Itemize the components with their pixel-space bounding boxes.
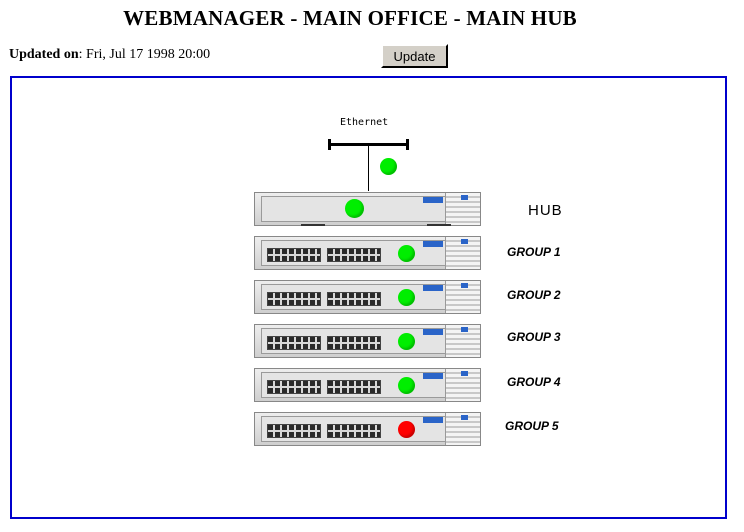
group-front-panel	[261, 284, 447, 310]
port-block-left	[267, 424, 321, 438]
group-side-badge	[461, 283, 468, 288]
group-logo	[423, 241, 443, 247]
group-logo	[423, 417, 443, 423]
network-diagram-frame	[10, 76, 727, 519]
group-5-label: GROUP 5	[505, 419, 559, 433]
hub-status-light[interactable]	[345, 199, 364, 218]
ethernet-status-light[interactable]	[380, 158, 397, 175]
group-side-badge	[461, 239, 468, 244]
group-side-badge	[461, 371, 468, 376]
port-block-left	[267, 336, 321, 350]
update-button[interactable]: Update	[381, 44, 448, 68]
group-front-panel	[261, 328, 447, 354]
port-block-left	[267, 380, 321, 394]
ethernet-label: Ethernet	[340, 117, 389, 128]
group-logo	[423, 285, 443, 291]
group-unit-5[interactable]	[254, 412, 481, 446]
group-3-status-light[interactable]	[398, 333, 415, 350]
group-front-panel	[261, 416, 447, 442]
group-logo	[423, 329, 443, 335]
ethernet-bus-end-right	[406, 139, 409, 150]
hub-label: HUB	[528, 202, 563, 219]
ethernet-bus-line	[329, 143, 409, 146]
port-block-right	[327, 380, 381, 394]
hub-groove-left	[301, 224, 325, 226]
group-3-label: GROUP 3	[507, 330, 561, 344]
group-front-panel	[261, 372, 447, 398]
port-block-right	[327, 248, 381, 262]
updated-value: : Fri, Jul 17 1998 20:00	[78, 47, 211, 62]
group-1-label: GROUP 1	[507, 245, 561, 259]
ethernet-bus-end-left	[328, 139, 331, 150]
group-side-badge	[461, 415, 468, 420]
updated-label: Updated on	[9, 47, 79, 62]
group-4-status-light[interactable]	[398, 377, 415, 394]
group-unit-4[interactable]	[254, 368, 481, 402]
group-2-label: GROUP 2	[507, 288, 561, 302]
port-block-left	[267, 292, 321, 306]
group-unit-1[interactable]	[254, 236, 481, 270]
group-side-badge	[461, 327, 468, 332]
group-5-status-light[interactable]	[398, 421, 415, 438]
port-block-right	[327, 336, 381, 350]
group-unit-3[interactable]	[254, 324, 481, 358]
hub-logo	[423, 197, 443, 203]
port-block-left	[267, 248, 321, 262]
group-4-label: GROUP 4	[507, 375, 561, 389]
hub-unit[interactable]	[254, 192, 481, 226]
group-logo	[423, 373, 443, 379]
group-1-status-light[interactable]	[398, 245, 415, 262]
port-block-right	[327, 292, 381, 306]
group-2-status-light[interactable]	[398, 289, 415, 306]
hub-side-badge	[461, 195, 468, 200]
port-block-right	[327, 424, 381, 438]
group-front-panel	[261, 240, 447, 266]
ethernet-drop-line	[368, 146, 369, 191]
updated-line: Updated on: Fri, Jul 17 1998 20:00	[9, 47, 210, 63]
group-unit-2[interactable]	[254, 280, 481, 314]
hub-groove-right	[427, 224, 451, 226]
page-title: WEBMANAGER - MAIN OFFICE - MAIN HUB	[123, 6, 577, 30]
